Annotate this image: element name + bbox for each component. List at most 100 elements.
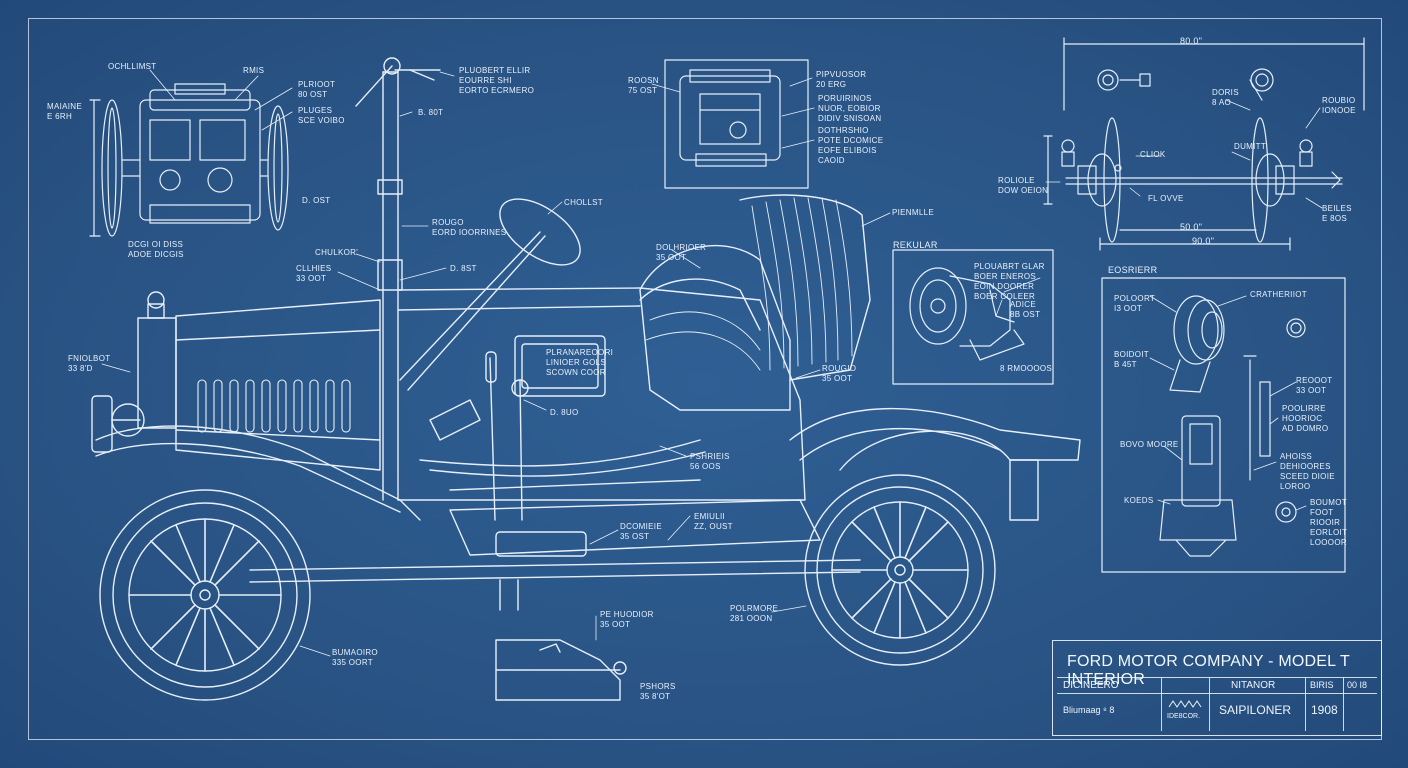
callout-label: B. 80T xyxy=(418,108,443,118)
callout-label-line: PLOUABRT GLAR xyxy=(974,262,1045,271)
callout-label: D. 8ST xyxy=(450,264,477,274)
title-block-title: FORD MOTOR COMPANY - MODEL T INTERIOR xyxy=(1067,653,1350,688)
callout-label: REKULAR xyxy=(893,240,938,250)
callout-label-line: DCGI OI DISS xyxy=(128,240,184,249)
callout-label: EOSRIERR xyxy=(1108,265,1157,275)
gear-drawing xyxy=(892,249,1054,385)
callout-label-line: BOIDOIT xyxy=(1114,350,1149,359)
callout-label-line: 50.0" xyxy=(1180,222,1203,232)
callout-label-line: DCOMIEIE xyxy=(620,522,662,531)
callout-label-line: SCOWN COOR xyxy=(546,368,606,377)
callout-label-line: D. OST xyxy=(302,196,331,205)
title-block-cell: 00 I8 xyxy=(1347,680,1368,690)
callout-label: BOVO MOORE xyxy=(1120,440,1179,450)
callout-label: 80.0" xyxy=(1180,36,1202,46)
callout-label-line: PE HUODIOR xyxy=(600,610,654,619)
callout-label-line: BOUMOT xyxy=(1310,498,1347,507)
callout-label-line: OCHLLIMST xyxy=(108,62,157,71)
callout-label-line: BOER COLEER xyxy=(974,292,1036,301)
callout-label-line: DEHIOORES xyxy=(1280,462,1331,471)
callout-label-line: PLRANAREOORI xyxy=(546,348,614,357)
callout-label-line: EORTO ECRMERO xyxy=(459,86,535,95)
callout-label-line: EOURRE SHI xyxy=(459,76,512,85)
callout-label-line: 35 OOT xyxy=(822,374,853,383)
callout-label: 90.0" xyxy=(1192,236,1214,246)
callout-label-line: SCE VOIBO xyxy=(298,116,345,125)
callout-label-line: FNIOLBOT xyxy=(68,354,111,363)
callout-label-line: BOER ENEROS xyxy=(974,272,1036,281)
callout-label-line: ADICE xyxy=(1010,300,1036,309)
callout-label-line: REKULAR xyxy=(893,240,938,250)
callout-label-line: E 6RH xyxy=(47,112,73,121)
title-block-divider xyxy=(1057,677,1377,679)
callout-label-line: 56 OOS xyxy=(690,462,721,471)
callout-label-line: 20 ERG xyxy=(816,80,847,89)
callout-label-line: RMIS xyxy=(243,66,265,75)
callout-label-line: IONOOE xyxy=(1322,106,1356,115)
callout-label-line: PSHORS xyxy=(640,682,676,691)
callout-label-line: E 8OS xyxy=(1322,214,1348,223)
callout-label-line: CRATHERIIOT xyxy=(1250,290,1307,299)
callout-label-line: B. 80T xyxy=(418,108,444,117)
callout-label-line: ROUGIO xyxy=(822,364,857,373)
callout-label-line: LOOOOR xyxy=(1310,538,1347,547)
callout-label: DUMITT xyxy=(1234,142,1266,152)
callout-label-line: LOROO xyxy=(1280,482,1311,491)
callout-label-line: CHOLLST xyxy=(564,198,603,207)
rear-wheel xyxy=(804,474,996,666)
callout-label-line: 35 OST xyxy=(620,532,650,541)
callout-label: KOEDS xyxy=(1124,496,1154,506)
callout-label: OCHLLIMST xyxy=(108,62,157,72)
callout-label-line: 335 OORT xyxy=(332,658,373,667)
car-drawing xyxy=(91,57,1081,701)
callout-label-line: DOW OEION xyxy=(998,186,1049,195)
callout-label: D. 8UO xyxy=(550,408,578,418)
main-leader-lines xyxy=(101,71,891,657)
axle-drawing xyxy=(1043,37,1365,251)
callout-label-line: PIPVUOSOR xyxy=(816,70,867,79)
callout-label-line: RIOOIR xyxy=(1310,518,1341,527)
callout-label-line: CLLHIES xyxy=(296,264,332,273)
callout-label-line: 8 AO xyxy=(1212,98,1231,107)
callout-label-line: 8 RMOOOOS xyxy=(1000,364,1053,373)
callout-label-line: POLRMORE xyxy=(730,604,779,613)
callout-label-line: BUMAOIRO xyxy=(332,648,378,657)
callout-label-line: ROLIOLE xyxy=(998,176,1035,185)
title-block-cell: IDE8COR. xyxy=(1167,713,1201,720)
title-block-divider xyxy=(1057,693,1377,695)
callout-label-line: CLIOK xyxy=(1140,150,1166,159)
exploded-drawing xyxy=(1101,277,1346,573)
callout-label-line: 35 8'OT xyxy=(640,692,671,701)
title-block-cell: SAIPILONER xyxy=(1219,703,1292,717)
engine-drawing xyxy=(89,69,293,237)
callout-label-line: 80 OST xyxy=(298,90,328,99)
callout-label-line: DOTHRSHIO xyxy=(818,126,869,135)
callout-label: CLIOK xyxy=(1140,150,1166,160)
callout-label-line: BOVO MOORE xyxy=(1120,440,1179,449)
callout-label-line: ADOE DICGIS xyxy=(128,250,184,259)
callout-label-line: AHOISS xyxy=(1280,452,1313,461)
drawing-border xyxy=(28,18,1382,740)
callout-label-line: PORUIRINOS xyxy=(818,94,872,103)
callout-label-line: PLUOBERT ELLIR xyxy=(459,66,531,75)
callout-label: RMIS xyxy=(243,66,264,76)
title-block-divider xyxy=(1343,677,1345,731)
